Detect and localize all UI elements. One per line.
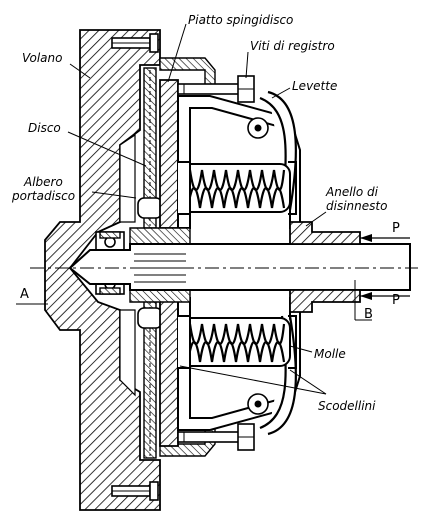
label-a: A bbox=[20, 287, 29, 302]
label-portadisco: portadisco bbox=[11, 189, 75, 203]
input-shaft bbox=[68, 243, 411, 291]
label-disco: Disco bbox=[28, 121, 61, 135]
flywheel-cavity bbox=[119, 133, 136, 223]
disc-rivet-top bbox=[137, 197, 163, 219]
adjusting-screw-bottom bbox=[177, 423, 255, 451]
label-viti-di-registro: Viti di registro bbox=[250, 39, 335, 53]
release-bearing bbox=[289, 221, 361, 245]
leader-lines bbox=[16, 23, 327, 395]
force-arrow-bottom bbox=[360, 292, 410, 300]
disc-rivet-bottom bbox=[137, 307, 163, 329]
label-piatto-spingidisco: Piatto spingidisco bbox=[188, 13, 293, 27]
label-molle: Molle bbox=[314, 347, 346, 361]
spring-cup-bottom bbox=[178, 315, 191, 369]
pressure-plate-bottom bbox=[159, 297, 179, 447]
label-volano: Volano bbox=[22, 51, 62, 65]
pressure-plate-top bbox=[159, 79, 179, 229]
label-anello-di: Anello di bbox=[325, 185, 379, 199]
label-scodellini: Scodellini bbox=[318, 399, 376, 413]
pressure-spring-bottom bbox=[177, 317, 291, 367]
label-albero: Albero bbox=[23, 175, 63, 189]
force-arrow-top bbox=[360, 234, 410, 242]
label-b: B bbox=[364, 307, 373, 322]
adjusting-screw-top bbox=[177, 75, 255, 103]
label-p-top: P bbox=[392, 221, 400, 236]
spring-cup-top bbox=[178, 161, 191, 215]
label-p-bottom: P bbox=[392, 293, 400, 308]
pressure-spring-top bbox=[177, 163, 291, 213]
flywheel-bolt-top bbox=[111, 33, 159, 53]
label-disinnesto: disinnesto bbox=[326, 199, 387, 213]
label-levette: Levette bbox=[292, 79, 337, 93]
flywheel-bolt-bottom bbox=[111, 481, 159, 501]
